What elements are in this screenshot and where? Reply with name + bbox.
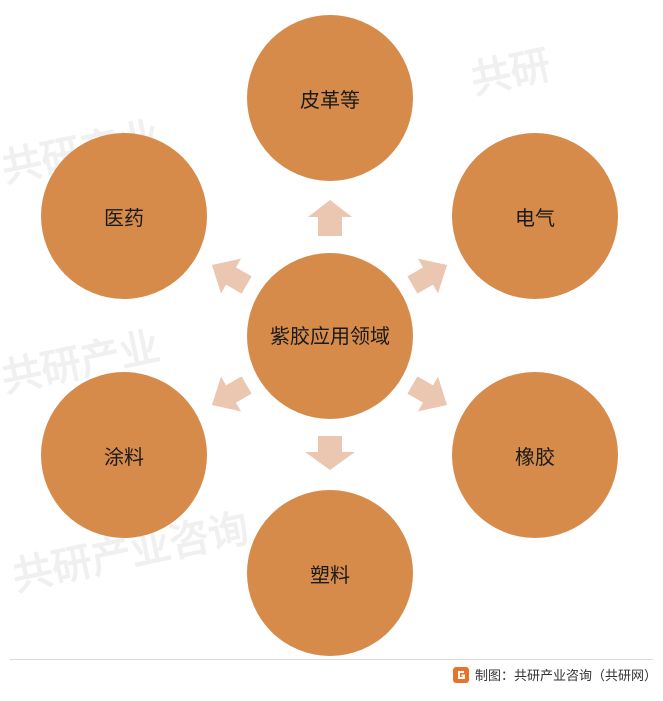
node-bottom-label: 塑料	[310, 562, 350, 587]
arrow-upper-left	[211, 258, 252, 294]
node-top: 皮革等	[247, 15, 413, 181]
node-bottom-left: 涂料	[41, 372, 207, 538]
arrow-up	[308, 200, 352, 236]
node-center-label: 紫胶应用领域	[270, 324, 390, 348]
arrow-lower-left	[211, 376, 252, 412]
gonyn-logo-icon	[452, 666, 469, 683]
arrow-upper-right	[407, 258, 448, 294]
source-text: 制图：共研产业咨询（共研网）	[474, 669, 657, 684]
node-top-right-label: 电气	[515, 205, 555, 230]
node-bottom: 塑料	[247, 490, 413, 656]
node-bottom-left-label: 涂料	[104, 444, 144, 469]
node-bottom-right: 橡胶	[452, 372, 618, 538]
node-top-right: 电气	[452, 133, 618, 299]
node-top-label: 皮革等	[300, 87, 360, 112]
arrow-down	[305, 436, 355, 470]
source-credit: 制图：共研产业咨询（共研网）	[452, 665, 657, 684]
node-top-left-label: 医药	[104, 205, 144, 230]
node-top-left: 医药	[41, 133, 207, 299]
footer-divider	[10, 659, 653, 660]
node-center: 紫胶应用领域	[247, 253, 413, 419]
node-bottom-right-label: 橡胶	[515, 444, 555, 469]
arrow-lower-right	[407, 376, 448, 412]
